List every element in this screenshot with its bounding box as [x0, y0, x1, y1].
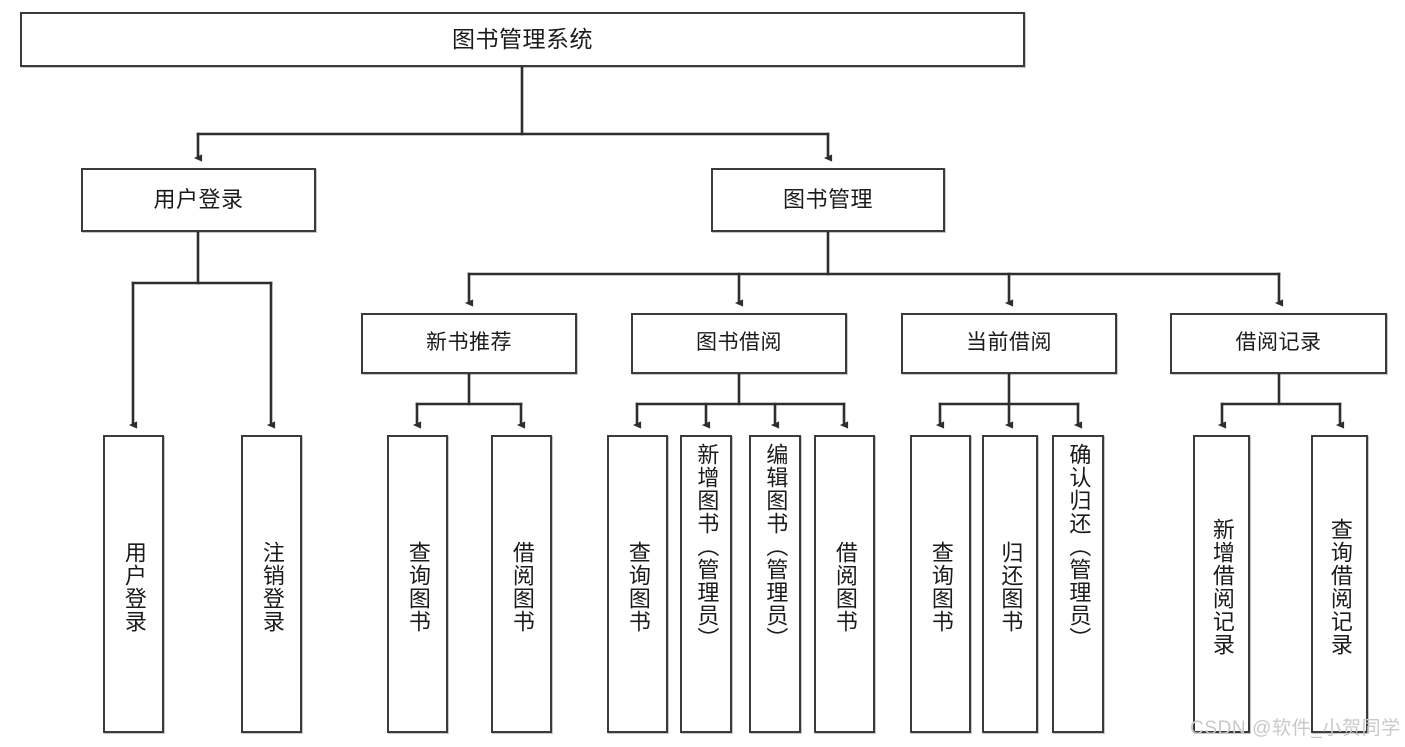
node-label: 借阅图书 [509, 541, 535, 633]
node-label: 图书借阅 [696, 331, 782, 355]
leaf-recommend-query-book[interactable]: 查询图书 [387, 435, 448, 733]
leaf-recommend-borrow-book[interactable]: 借阅图书 [491, 435, 552, 733]
leaf-current-confirm-return-admin[interactable]: 确认归还（管理员） [1052, 435, 1104, 733]
node-book-management[interactable]: 图书管理 [711, 168, 945, 232]
node-label: 查询图书 [928, 541, 954, 633]
leaf-borrow-edit-book-admin[interactable]: 编辑图书（管理员） [749, 435, 801, 733]
leaf-current-query-book[interactable]: 查询图书 [910, 435, 971, 733]
node-label: 查询借阅记录 [1327, 518, 1353, 656]
node-label: 新增图书（管理员） [694, 443, 720, 650]
leaf-user-logout[interactable]: 注销登录 [241, 435, 302, 733]
node-label: 注销登录 [259, 541, 285, 633]
leaf-borrow-borrow-book[interactable]: 借阅图书 [814, 435, 875, 733]
node-label: 确认归还（管理员） [1066, 443, 1092, 650]
leaf-current-return-book[interactable]: 归还图书 [982, 435, 1038, 733]
leaf-record-add-record[interactable]: 新增借阅记录 [1193, 435, 1250, 733]
node-book-borrow[interactable]: 图书借阅 [631, 313, 847, 374]
node-root-system[interactable]: 图书管理系统 [20, 12, 1025, 67]
node-label: 借阅图书 [832, 541, 858, 633]
node-new-book-recommend[interactable]: 新书推荐 [361, 313, 577, 374]
node-current-borrow[interactable]: 当前借阅 [901, 313, 1117, 374]
node-label: 查询图书 [405, 541, 431, 633]
node-label: 新书推荐 [426, 331, 512, 355]
node-label: 用户登录 [153, 187, 244, 213]
node-label: 编辑图书（管理员） [763, 443, 789, 650]
node-label: 当前借阅 [966, 331, 1052, 355]
node-label: 查询图书 [625, 541, 651, 633]
node-label: 图书管理系统 [452, 26, 593, 53]
node-user-login[interactable]: 用户登录 [81, 168, 316, 232]
node-label: 新增借阅记录 [1209, 518, 1235, 656]
leaf-borrow-query-book[interactable]: 查询图书 [607, 435, 668, 733]
node-label: 借阅记录 [1235, 331, 1322, 355]
node-label: 图书管理 [782, 187, 873, 213]
leaf-user-login[interactable]: 用户登录 [103, 435, 164, 733]
leaf-record-query-record[interactable]: 查询借阅记录 [1311, 435, 1368, 733]
node-label: 归还图书 [998, 541, 1024, 633]
csdn-watermark: CSDN @软件_小贺同学 [1190, 718, 1401, 739]
node-label: 用户登录 [121, 541, 147, 633]
node-borrow-record[interactable]: 借阅记录 [1170, 313, 1387, 374]
leaf-borrow-add-book-admin[interactable]: 新增图书（管理员） [680, 435, 732, 733]
